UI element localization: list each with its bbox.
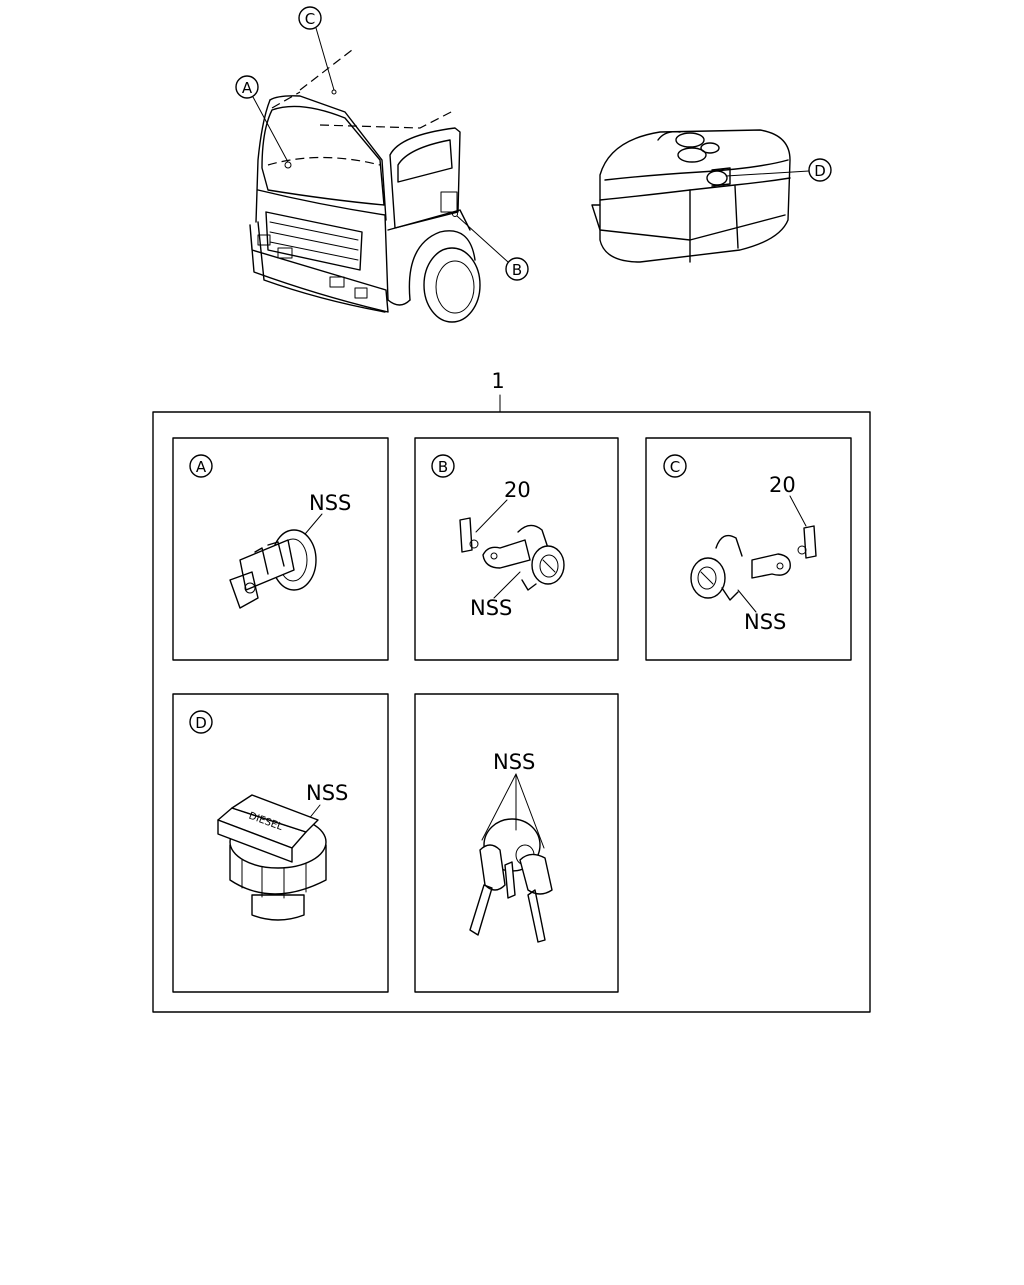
- panel-C-label-nss: NSS: [744, 610, 786, 634]
- panel-keys-label-nss: NSS: [493, 750, 535, 774]
- callout-A-letter: A: [242, 79, 253, 97]
- panel-B-letter: B: [438, 458, 448, 476]
- panel-C: C 20 NSS: [645, 437, 852, 661]
- panel-A: A NSS: [172, 437, 389, 661]
- panel-B: B 20 NSS: [414, 437, 619, 661]
- panel-C-label-20: 20: [769, 473, 796, 497]
- ignition-lock-cylinder: [229, 529, 317, 609]
- panel-keys: NSS: [414, 693, 619, 993]
- callout-C: C: [298, 6, 335, 91]
- group-1: 1: [152, 369, 871, 1013]
- panel-D-label-nss: NSS: [306, 781, 348, 805]
- group-frame: [152, 411, 871, 1013]
- panel-A-label-nss: NSS: [309, 491, 351, 515]
- group-label: 1: [491, 369, 504, 393]
- panel-B-label-nss: NSS: [470, 596, 512, 620]
- callout-D: D: [725, 158, 832, 182]
- callout-C-letter: C: [305, 10, 315, 28]
- callout-D-letter: D: [814, 162, 826, 180]
- door-lock-cylinder-right: [690, 525, 817, 601]
- callout-A: A: [235, 75, 289, 163]
- fuel-tank-illustration: [591, 129, 791, 263]
- panel-A-letter: A: [196, 458, 207, 476]
- panel-C-letter: C: [670, 458, 680, 476]
- door-lock-cylinder-left: [459, 517, 565, 591]
- callout-B: B: [456, 215, 529, 281]
- panel-D: D NSS DIESEL: [172, 693, 389, 993]
- callout-B-letter: B: [512, 261, 522, 279]
- panel-D-letter: D: [195, 714, 207, 732]
- key-set: [469, 818, 553, 943]
- panel-B-label-20: 20: [504, 478, 531, 502]
- truck-cab-illustration: [249, 49, 481, 323]
- fuel-cap: DIESEL: [217, 794, 327, 921]
